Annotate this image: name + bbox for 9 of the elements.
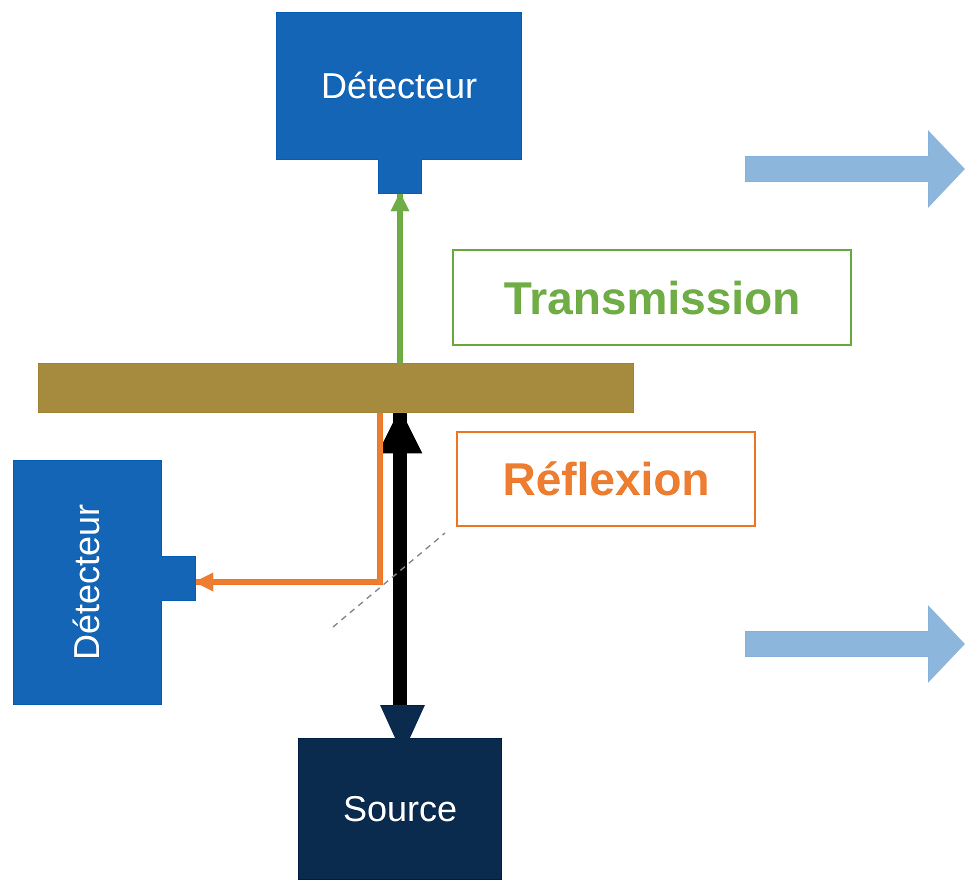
node-label: Détecteur — [66, 504, 108, 660]
node-label: Source — [342, 788, 458, 830]
arrow — [194, 413, 383, 592]
arrow — [390, 192, 410, 363]
label-text: Transmission — [502, 270, 802, 324]
label-text: Réflexion — [501, 452, 711, 506]
label-box — [456, 431, 756, 527]
node-label: Détecteur — [320, 65, 478, 107]
label-box — [452, 249, 852, 346]
